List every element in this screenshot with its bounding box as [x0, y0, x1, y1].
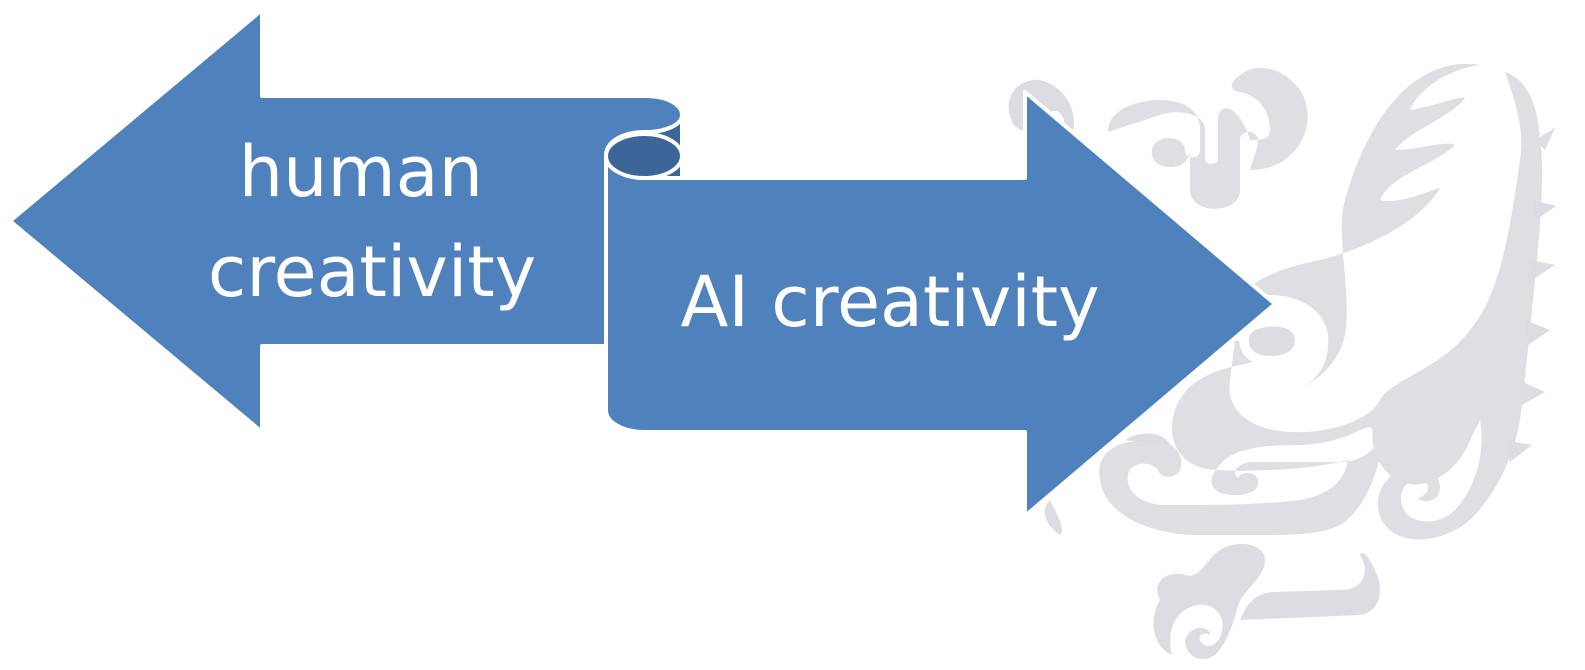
svg-text:human creativity: human creativity	[208, 131, 536, 313]
koru-ornament-icon	[1008, 63, 1556, 660]
scroll-curl	[604, 132, 684, 180]
left-arrow-label-line1: human	[239, 131, 483, 213]
left-arrow-shape	[8, 8, 684, 434]
left-arrow-label-line2: creativity	[208, 231, 536, 313]
right-arrow-label: AI creativity	[680, 261, 1099, 343]
ai-creativity-arrow: AI creativity	[604, 90, 1277, 518]
human-creativity-arrow: human creativity	[8, 8, 684, 434]
